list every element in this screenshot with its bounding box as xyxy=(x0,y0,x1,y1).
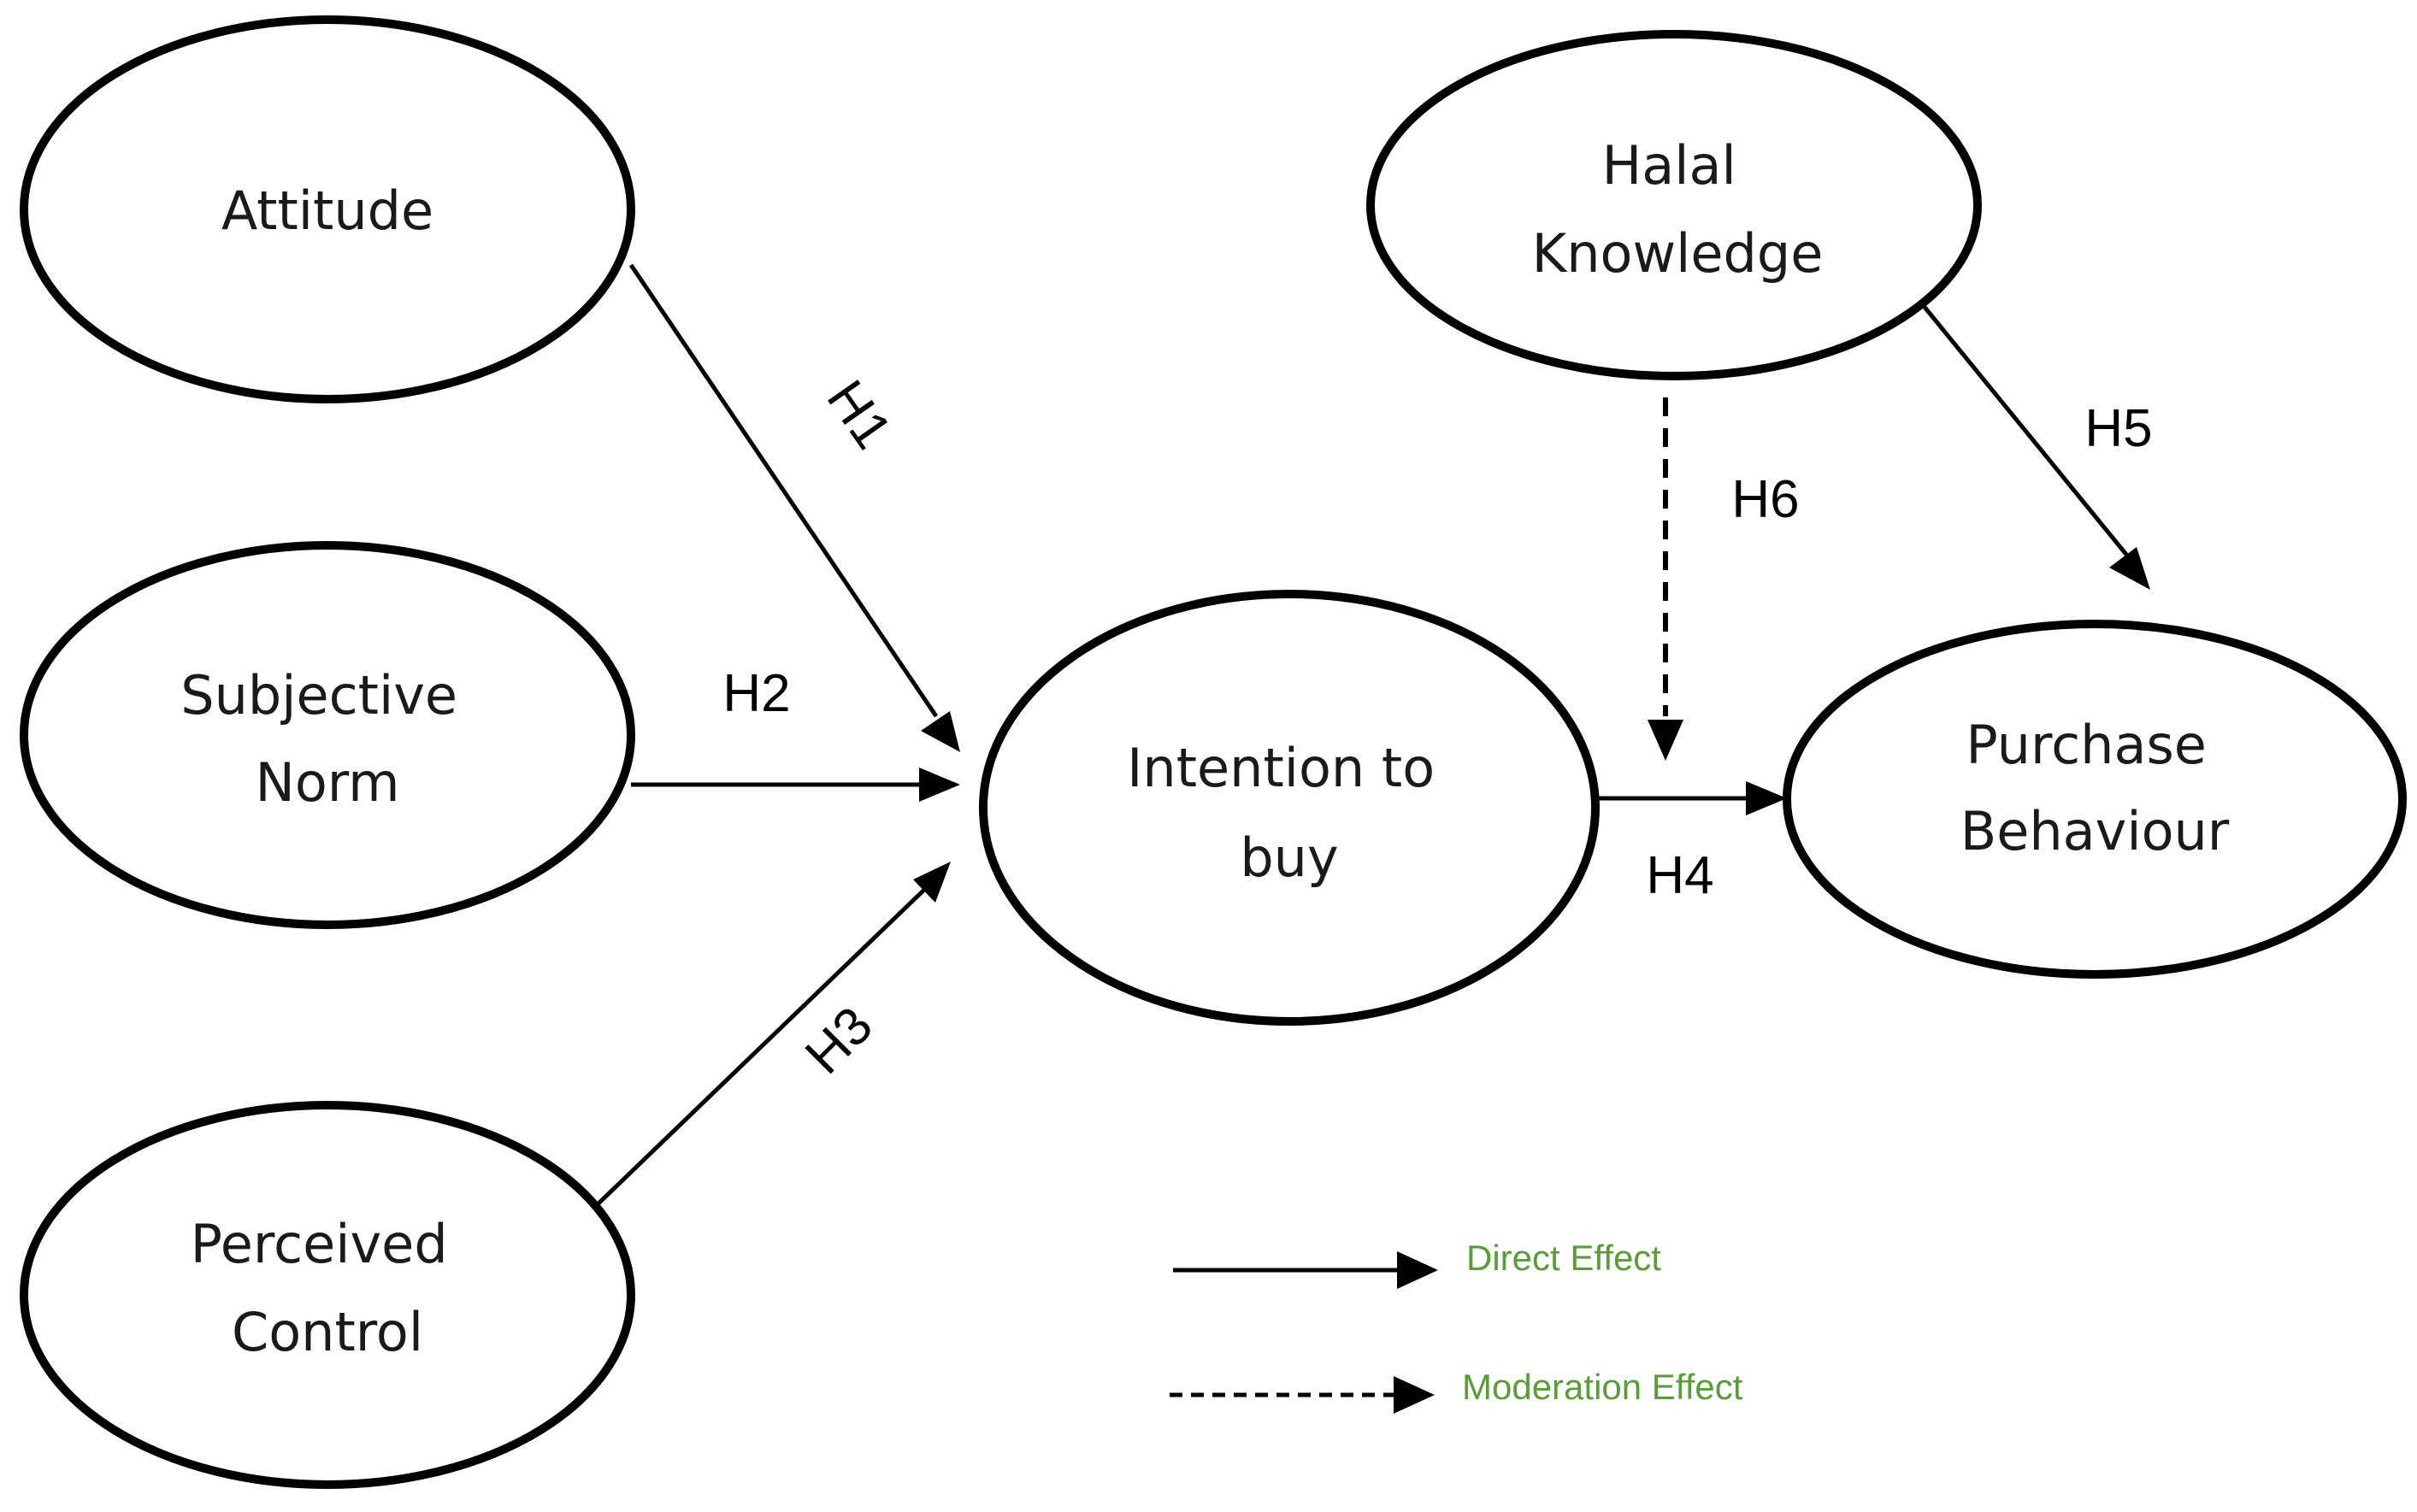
hypothesis-label-h3: H3 xyxy=(794,996,884,1085)
node-subjective-norm: Subjective Norm xyxy=(20,541,635,929)
node-label-line: Knowledge xyxy=(1532,222,1824,285)
node-perceived-control: Perceived Control xyxy=(20,1101,635,1489)
hypothesis-label-h6: H6 xyxy=(1731,470,1799,529)
node-label-line: Purchase xyxy=(1966,714,2207,776)
node-label-line: buy xyxy=(1240,827,1338,889)
node-label-line: Subjective xyxy=(180,664,457,727)
svg-text:Halal Knowledge: Halal Knowledge xyxy=(1532,134,1824,285)
arrowhead-h3 xyxy=(913,862,951,903)
hypothesis-label-h5: H5 xyxy=(2084,399,2152,458)
arrowhead-h1 xyxy=(921,711,960,752)
legend-item-direct: Direct Effect xyxy=(1173,1238,1661,1289)
edge-h3 xyxy=(597,887,927,1205)
legend-item-moderation: Moderation Effect xyxy=(1170,1367,1743,1414)
node-label-line: Intention to xyxy=(1127,737,1435,799)
node-label-line: Halal xyxy=(1602,134,1736,197)
edges xyxy=(597,263,2150,1205)
arrowhead-h4 xyxy=(1746,781,1787,815)
legend-label-moderation: Moderation Effect xyxy=(1462,1367,1743,1407)
svg-text:Subjective Norm: Subjective Norm xyxy=(180,664,475,814)
svg-text:Perceived Control: Perceived Control xyxy=(191,1213,465,1363)
hypothesis-label-h1: H1 xyxy=(816,370,903,460)
node-label-line: Norm xyxy=(255,751,399,814)
node-purchase-behaviour: Purchase Behaviour xyxy=(1783,620,2407,979)
legend: Direct Effect Moderation Effect xyxy=(1170,1238,1743,1414)
node-attitude: Attitude xyxy=(20,15,635,403)
svg-text:Purchase Behaviour: Purchase Behaviour xyxy=(1960,714,2230,862)
node-intention-to-buy: Intention to buy xyxy=(979,590,1600,1026)
arrowhead-h6 xyxy=(1648,720,1683,761)
legend-label-direct: Direct Effect xyxy=(1466,1238,1661,1278)
arrowhead-h2 xyxy=(919,768,960,802)
node-label-line: Control xyxy=(232,1301,423,1363)
node-halal-knowledge: Halal Knowledge xyxy=(1366,30,1982,380)
node-label-line: Perceived xyxy=(191,1213,448,1275)
legend-solid-arrowhead xyxy=(1397,1251,1438,1289)
svg-text:Attitude: Attitude xyxy=(221,179,433,242)
node-label-line: Attitude xyxy=(221,179,433,242)
node-label-line: Behaviour xyxy=(1960,800,2230,862)
hypothesis-label-h4: H4 xyxy=(1646,846,1713,905)
arrowhead-h5 xyxy=(2109,547,2150,590)
hypothesis-label-h2: H2 xyxy=(722,664,790,723)
edge-h1 xyxy=(628,263,939,718)
edge-h5 xyxy=(1922,304,2129,557)
legend-dashed-arrowhead xyxy=(1394,1376,1435,1414)
svg-text:Intention to buy: Intention to buy xyxy=(1127,737,1452,889)
